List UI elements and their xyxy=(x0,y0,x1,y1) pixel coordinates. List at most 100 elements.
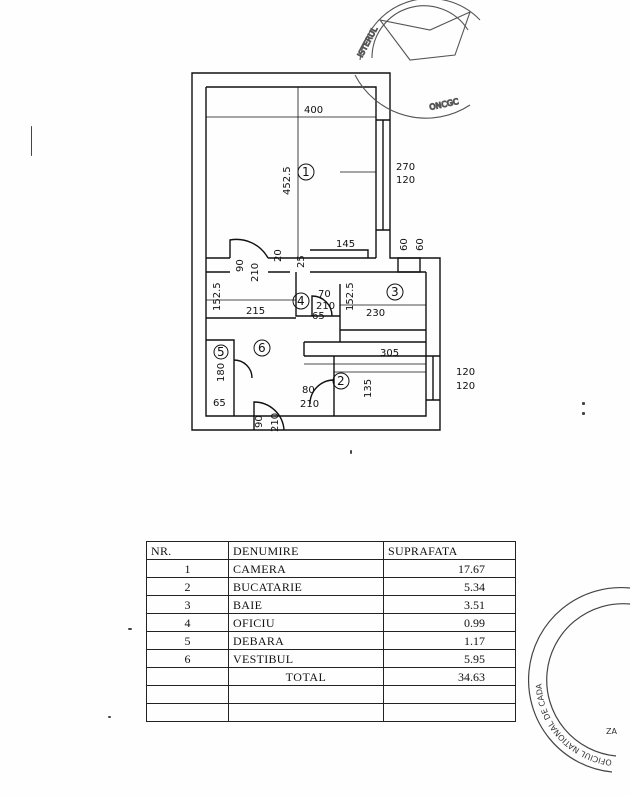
room-circle xyxy=(332,372,350,390)
door-swing xyxy=(229,238,269,259)
dim-135: 135 xyxy=(363,379,374,398)
row-name: DEBARA xyxy=(228,631,384,650)
table-row: 1 CAMERA 17.67 xyxy=(146,559,516,578)
row-nr: 6 xyxy=(146,649,229,668)
outer-wall xyxy=(191,72,441,431)
dim-230: 230 xyxy=(366,308,385,319)
row-name: VESTIBUL xyxy=(228,649,384,668)
scan-speck xyxy=(128,628,132,630)
door-swing xyxy=(311,295,333,317)
table-empty-row xyxy=(146,685,516,704)
dim-210c: 210 xyxy=(300,399,319,410)
window xyxy=(426,355,440,401)
dim-window2-b: 120 xyxy=(456,381,475,392)
dim-215: 215 xyxy=(246,306,265,317)
row-name: OFICIU xyxy=(228,613,384,632)
dim-65a: 65 xyxy=(312,311,325,322)
dim-25: 25 xyxy=(296,255,307,268)
table-total-row: TOTAL 34.63 xyxy=(146,667,516,686)
door-swing xyxy=(253,401,285,431)
dim-window-height: 120 xyxy=(396,175,415,186)
dim-20: 20 xyxy=(273,249,284,262)
row-name: BUCATARIE xyxy=(228,577,384,596)
area-table: NR. DENUMIRE SUPRAFATA 1 CAMERA 17.67 2 … xyxy=(146,541,516,722)
dim-door2-90: 90 xyxy=(254,415,265,428)
row-area: 17.67 xyxy=(383,559,516,578)
room-circle xyxy=(297,163,315,181)
stamp-arc-text: OFICIUL NATIONAL DE CADA xyxy=(534,683,612,767)
room-number-1: 1 xyxy=(302,165,310,179)
window xyxy=(376,119,390,231)
table-row: 3 BAIE 3.51 xyxy=(146,595,516,614)
row-nr: 2 xyxy=(146,577,229,596)
scan-speck xyxy=(108,716,111,718)
stamp-za-text: ZA xyxy=(606,727,617,736)
room-number-6: 6 xyxy=(258,341,266,355)
counter xyxy=(310,249,369,258)
table-row: 2 BUCATARIE 5.34 xyxy=(146,577,516,596)
room-circle xyxy=(386,283,404,301)
scan-speck xyxy=(350,450,352,454)
header-name: DENUMIRE xyxy=(228,541,384,560)
dim-door2-210: 210 xyxy=(270,413,281,432)
table-row: 6 VESTIBUL 5.95 xyxy=(146,649,516,668)
scan-speck xyxy=(582,402,585,405)
dim-door-90: 90 xyxy=(235,259,246,272)
dim-width-room1: 400 xyxy=(304,105,323,116)
room-number-2: 2 xyxy=(337,374,345,388)
dim-60b: 60 xyxy=(415,238,426,251)
dim-180: 180 xyxy=(216,363,227,382)
dim-210b: 210 xyxy=(316,301,335,312)
scan-speck xyxy=(582,412,585,415)
room-number-5: 5 xyxy=(217,345,225,359)
row-area: 5.34 xyxy=(383,577,516,596)
header-nr: NR. xyxy=(146,541,229,560)
dim-1525a: 152.5 xyxy=(212,282,223,311)
room-circle xyxy=(213,344,229,360)
room-number-3: 3 xyxy=(391,285,399,299)
table-row: 4 OFICIU 0.99 xyxy=(146,613,516,632)
dim-305: 305 xyxy=(380,348,399,359)
door-swing xyxy=(309,379,335,405)
floor-plan: 1 2 3 4 5 6 400 452.5 270 120 145 90 210… xyxy=(191,0,481,432)
dim-door-210: 210 xyxy=(250,263,261,282)
row-nr: 3 xyxy=(146,595,229,614)
dim-60a: 60 xyxy=(399,238,410,251)
wall xyxy=(206,339,235,416)
room-circle xyxy=(292,292,310,310)
wall xyxy=(303,341,426,357)
row-name: CAMERA xyxy=(228,559,384,578)
dim-65b: 65 xyxy=(213,398,226,409)
dim-70: 70 xyxy=(318,289,331,300)
vent-shaft xyxy=(397,257,421,273)
dim-1525b: 152.5 xyxy=(345,282,356,311)
table-row: 5 DEBARA 1.17 xyxy=(146,631,516,650)
dim-window2-a: 120 xyxy=(456,367,475,378)
official-stamp-top: ISTERUL ONCGC xyxy=(354,0,481,119)
room-number-4: 4 xyxy=(297,294,305,308)
header-area: SUPRAFATA xyxy=(383,541,516,560)
scan-speck xyxy=(31,126,32,156)
table-empty-row xyxy=(146,703,516,722)
svg-text:ONCGC: ONCGC xyxy=(429,97,460,112)
row-area: 5.95 xyxy=(383,649,516,668)
dim-80: 80 xyxy=(302,385,315,396)
total-label: TOTAL xyxy=(228,667,384,686)
inner-wall-line xyxy=(205,86,427,417)
dim-window-width: 270 xyxy=(396,162,415,173)
row-name: BAIE xyxy=(228,595,384,614)
row-nr: 5 xyxy=(146,631,229,650)
row-area: 0.99 xyxy=(383,613,516,632)
svg-text:ISTERUL: ISTERUL xyxy=(356,25,380,59)
table-header-row: NR. DENUMIRE SUPRAFATA xyxy=(146,541,516,560)
row-nr: 1 xyxy=(146,559,229,578)
door-swing xyxy=(233,359,253,379)
row-area: 1.17 xyxy=(383,631,516,650)
dim-height-room1: 452.5 xyxy=(282,166,293,195)
wall xyxy=(295,272,340,317)
room-circle xyxy=(253,339,271,357)
wall xyxy=(339,284,426,342)
total-nr-empty xyxy=(146,667,229,686)
dim-145: 145 xyxy=(336,239,355,250)
total-area: 34.63 xyxy=(383,667,516,686)
